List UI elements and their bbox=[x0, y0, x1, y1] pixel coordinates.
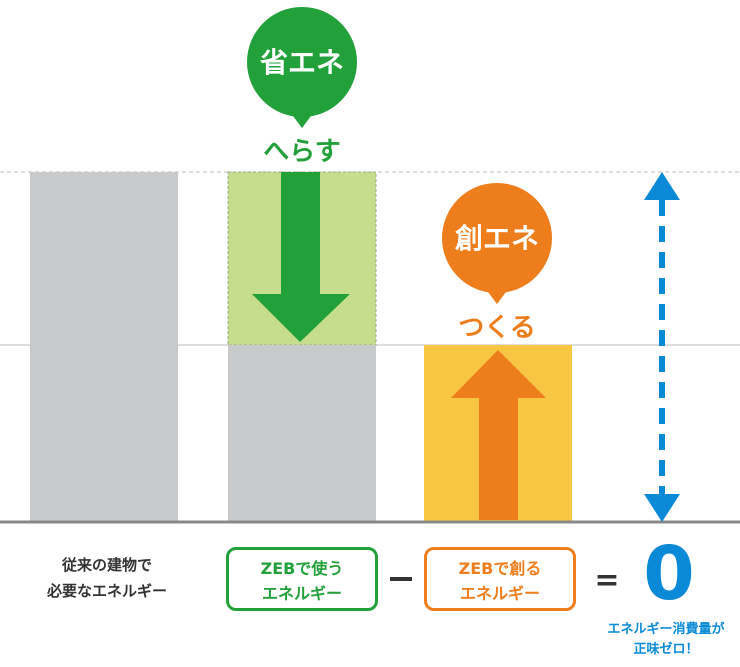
result-note: エネルギー消費量が 正味ゼロ！ bbox=[586, 620, 740, 660]
conventional-energy-line2: 必要なエネルギー bbox=[46, 582, 167, 600]
zeb-used-line1: ZEBで使う bbox=[260, 559, 344, 578]
zeb-created-line2: エネルギー bbox=[459, 584, 540, 603]
result-note-line2: 正味ゼロ！ bbox=[633, 642, 699, 657]
action-make-label: つくる bbox=[458, 313, 535, 343]
net-zero-arrowhead-bottom bbox=[644, 494, 680, 522]
down-arrow bbox=[252, 172, 350, 342]
zeb-created-line1: ZEBで創る bbox=[458, 559, 542, 578]
badge-shouene-label: 省エネ bbox=[260, 46, 344, 79]
conventional-energy-line1: 従来の建物で bbox=[61, 556, 152, 574]
bar-conventional bbox=[30, 172, 178, 522]
zeb-used-energy-box: ZEBで使う エネルギー bbox=[226, 547, 378, 611]
conventional-energy-label: 従来の建物で 必要なエネルギー bbox=[12, 552, 202, 604]
net-zero-arrowhead-top bbox=[644, 172, 680, 200]
result-zero: 0 bbox=[643, 531, 695, 617]
zeb-used-line2: エネルギー bbox=[261, 584, 342, 603]
badge-shouene: 省エネ bbox=[247, 7, 357, 128]
badge-souene-label: 創エネ bbox=[455, 222, 539, 255]
result-note-line1: エネルギー消費量が bbox=[607, 622, 725, 637]
badge-souene: 創エネ bbox=[442, 183, 552, 304]
action-reduce-label: へらす bbox=[263, 137, 340, 167]
equals-sign: = bbox=[594, 563, 620, 598]
minus-sign bbox=[387, 560, 417, 594]
up-arrow bbox=[451, 350, 546, 520]
zeb-created-energy-box: ZEBで創る エネルギー bbox=[424, 547, 576, 611]
bar-zeb-used bbox=[228, 345, 376, 522]
